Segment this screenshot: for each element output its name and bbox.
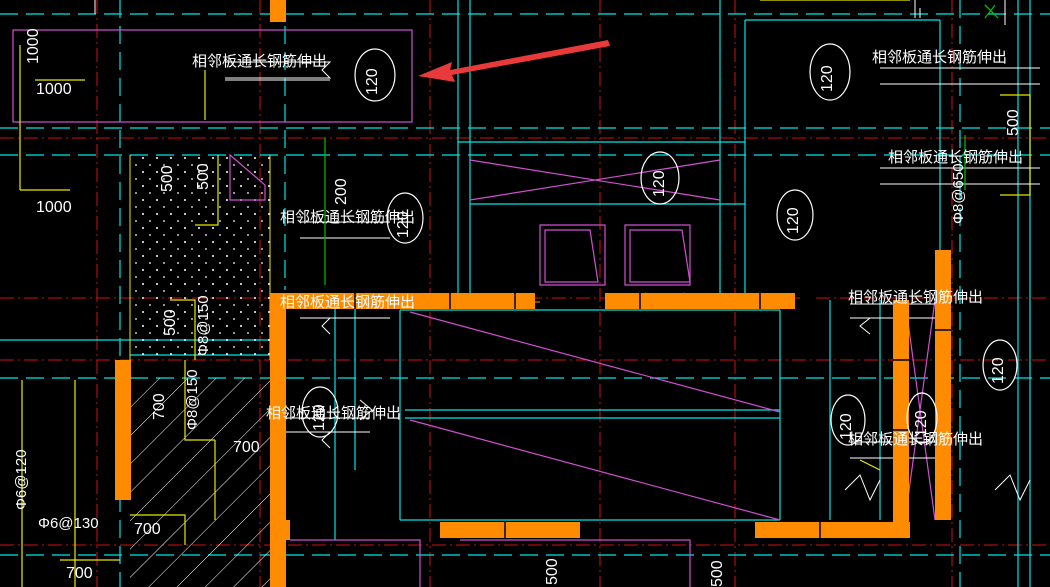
rebar-lines <box>225 4 1040 502</box>
slab-tags <box>301 43 1018 446</box>
dimension-label: 700 <box>151 393 168 420</box>
wall-bottom-segments <box>270 540 286 587</box>
dimension-label: 700 <box>134 521 161 538</box>
misc-marks <box>94 0 1006 25</box>
slab-thickness-label: 120 <box>364 68 381 95</box>
annotation-label: 相邻板通长钢筋伸出 <box>848 430 984 448</box>
annotation-label: 相邻板通长钢筋伸出 <box>872 48 1008 66</box>
slab-outlines <box>12 29 936 587</box>
rebar-spec-label: Φ8@650 <box>950 163 967 224</box>
annotation-label: 相邻板通长钢筋伸出 <box>192 52 328 70</box>
slab-thickness-label: 120 <box>785 207 802 234</box>
dimension-label: 500 <box>709 560 726 587</box>
rebar-spec-label: Φ8@150 <box>195 295 212 356</box>
rebar-spec-label: Φ8@150 <box>184 369 201 430</box>
dimension-label: 500 <box>195 163 212 190</box>
annotation-arrow <box>418 40 610 82</box>
rebar-spec-label: Φ6@120 <box>13 449 30 510</box>
dimension-label: 500 <box>162 309 179 336</box>
slab-thickness-label: 120 <box>819 65 836 92</box>
annotation-label: 相邻板通长钢筋伸出 <box>266 404 402 422</box>
wall-joints <box>354 293 951 538</box>
dimension-label: 1000 <box>36 81 72 98</box>
annotation-label: 相邻板通长钢筋伸出 <box>888 148 1024 166</box>
dimension-lines <box>19 0 1031 587</box>
dimension-label: 500 <box>159 165 176 192</box>
annotation-label: 相邻板通长钢筋伸出 <box>280 208 416 226</box>
dimension-label: 500 <box>1005 109 1022 136</box>
annotation-label: 相邻板通长钢筋伸出 <box>280 293 416 311</box>
annotation-label: 相邻板通长钢筋伸出 <box>848 288 984 306</box>
dimension-label: 700 <box>233 439 260 456</box>
rebar-ticks <box>324 4 999 285</box>
dimension-label: 1000 <box>36 199 72 216</box>
dimension-label: 200 <box>333 178 350 205</box>
hatched-regions <box>129 155 271 587</box>
dimension-label: 1000 <box>25 28 42 64</box>
slab-thickness-label: 120 <box>651 170 668 197</box>
dimension-label: 500 <box>544 558 561 585</box>
rebar-spec-label: Φ6@130 <box>38 515 99 532</box>
dimension-label: 700 <box>66 565 93 582</box>
slab-thickness-label: 120 <box>990 357 1007 384</box>
